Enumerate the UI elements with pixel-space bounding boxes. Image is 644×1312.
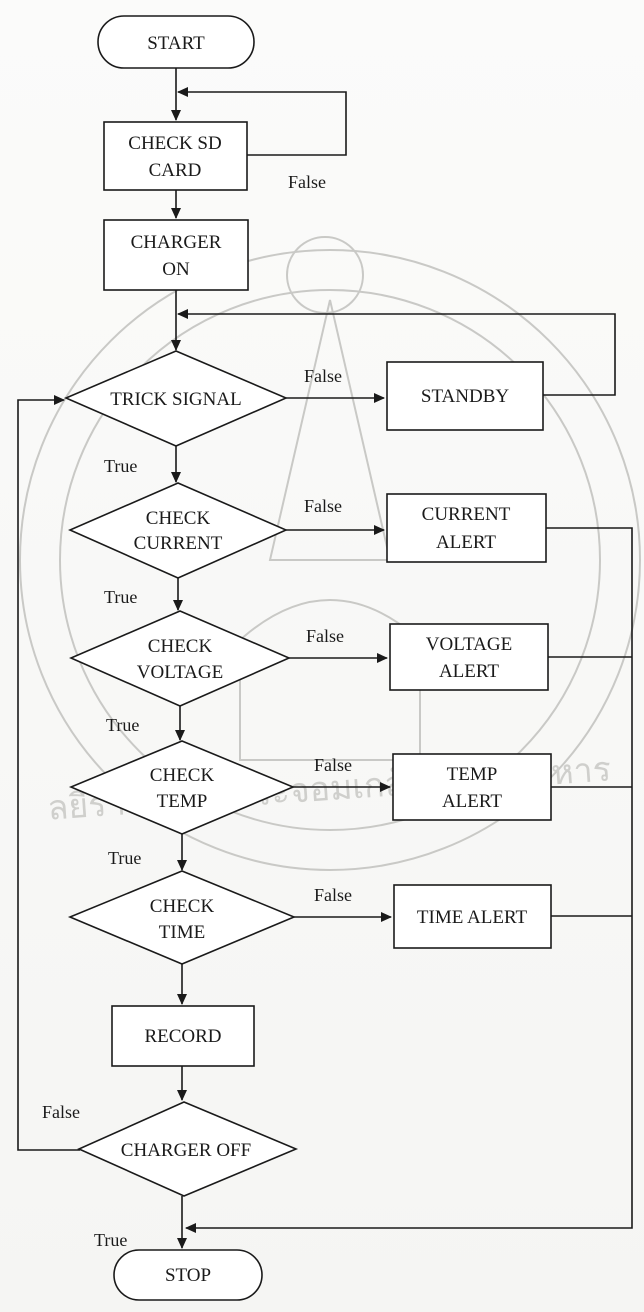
node-check-sd-card-line1: CHECK SD: [128, 133, 221, 154]
node-trick-signal-label: TRICK SIGNAL: [110, 389, 241, 410]
node-voltage-alert-line1: VOLTAGE: [426, 634, 512, 655]
node-check-sd-card: CHECK SD CARD: [104, 122, 247, 190]
node-current-alert-line1: CURRENT: [422, 504, 511, 525]
node-voltage-alert-line2: ALERT: [439, 661, 499, 682]
node-check-voltage-line2: VOLTAGE: [137, 662, 223, 683]
node-time-alert: TIME ALERT: [394, 885, 551, 948]
edge-charger-off-false: [18, 400, 80, 1150]
node-check-sd-card-line2: CARD: [149, 160, 202, 181]
label-current-true: True: [104, 587, 137, 607]
label-voltage-false: False: [306, 626, 344, 646]
node-charger-on-line2: ON: [162, 259, 190, 280]
node-stop-label: STOP: [165, 1265, 211, 1286]
node-check-time: CHECK TIME: [70, 871, 294, 964]
label-sd-false: False: [288, 172, 326, 192]
node-trick-signal: TRICK SIGNAL: [66, 351, 286, 446]
node-start: START: [98, 16, 254, 68]
node-check-temp-line1: CHECK: [150, 765, 215, 786]
label-trick-false: False: [304, 366, 342, 386]
node-check-current: CHECK CURRENT: [70, 483, 286, 578]
label-temp-false: False: [314, 755, 352, 775]
label-off-true: True: [94, 1230, 127, 1250]
node-record: RECORD: [112, 1006, 254, 1066]
node-check-temp-line2: TEMP: [157, 791, 208, 812]
node-check-current-line1: CHECK: [146, 508, 211, 529]
node-voltage-alert: VOLTAGE ALERT: [390, 624, 548, 690]
label-current-false: False: [304, 496, 342, 516]
edge-labels: False False True False True False True F…: [42, 172, 352, 1250]
node-temp-alert: TEMP ALERT: [393, 754, 551, 820]
node-charger-off-label: CHARGER OFF: [121, 1140, 251, 1161]
node-check-time-line1: CHECK: [150, 896, 215, 917]
node-temp-alert-line2: ALERT: [442, 791, 502, 812]
node-check-voltage: CHECK VOLTAGE: [71, 611, 289, 706]
node-time-alert-label: TIME ALERT: [417, 907, 528, 928]
node-charger-on-line1: CHARGER: [131, 232, 222, 253]
node-check-current-line2: CURRENT: [134, 533, 223, 554]
node-standby: STANDBY: [387, 362, 543, 430]
node-start-label: START: [147, 33, 205, 54]
label-voltage-true: True: [106, 715, 139, 735]
node-record-label: RECORD: [144, 1026, 221, 1047]
node-current-alert-line2: ALERT: [436, 532, 496, 553]
node-charger-on: CHARGER ON: [104, 220, 248, 290]
node-current-alert: CURRENT ALERT: [387, 494, 546, 562]
node-check-voltage-line1: CHECK: [148, 636, 213, 657]
node-charger-off: CHARGER OFF: [79, 1102, 296, 1196]
node-stop: STOP: [114, 1250, 262, 1300]
label-time-false: False: [314, 885, 352, 905]
label-trick-true: True: [104, 456, 137, 476]
node-check-time-line2: TIME: [159, 922, 205, 943]
label-temp-true: True: [108, 848, 141, 868]
node-standby-label: STANDBY: [421, 386, 509, 407]
label-off-false: False: [42, 1102, 80, 1122]
node-temp-alert-line1: TEMP: [447, 764, 498, 785]
